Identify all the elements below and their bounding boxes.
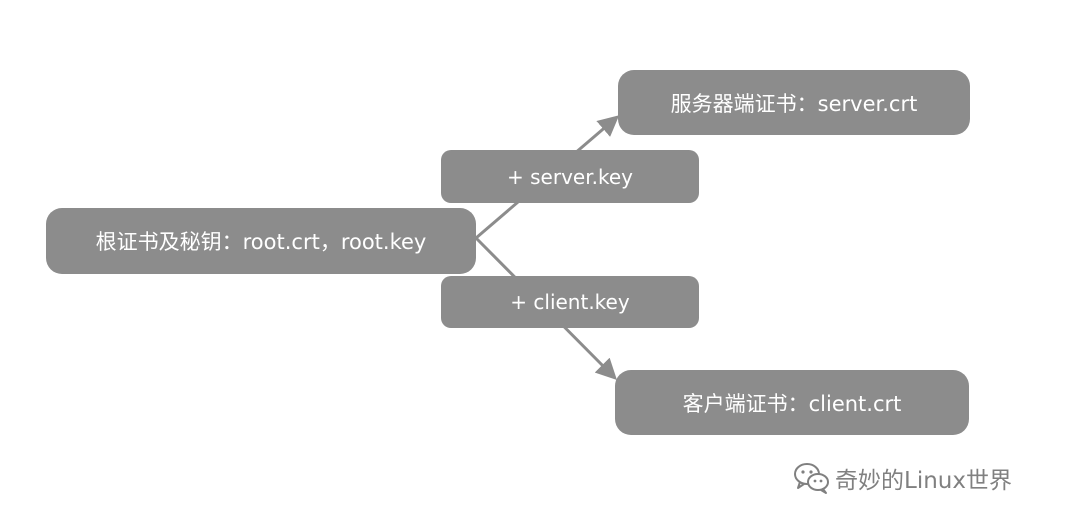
- watermark-text: 奇妙的Linux世界: [835, 468, 1012, 494]
- root-cert-label: 根证书及秘钥：root.crt，root.key: [95, 230, 427, 254]
- root-cert-node: 根证书及秘钥：root.crt，root.key: [46, 208, 476, 274]
- wechat-icon: [794, 463, 829, 494]
- server-key-text: + server.key: [507, 164, 633, 189]
- client-cert-node: 客户端证书：client.crt: [615, 370, 969, 435]
- client-key-label: + client.key: [441, 276, 699, 328]
- server-cert-node: 服务器端证书：server.crt: [618, 70, 970, 135]
- server-cert-label: 服务器端证书：server.crt: [670, 91, 918, 116]
- client-key-text: + client.key: [510, 290, 630, 314]
- watermark: 奇妙的Linux世界: [793, 460, 1012, 496]
- server-key-label: + server.key: [441, 150, 699, 203]
- client-cert-label: 客户端证书：client.crt: [682, 391, 902, 416]
